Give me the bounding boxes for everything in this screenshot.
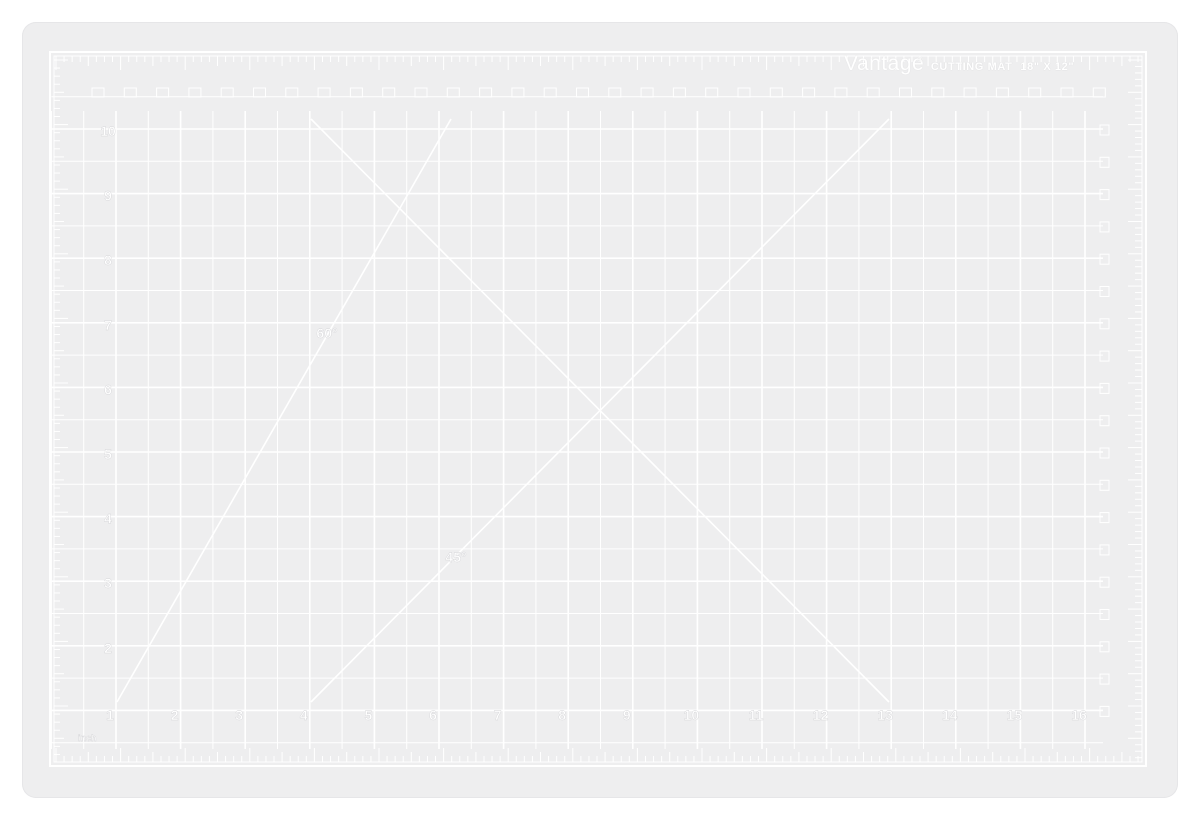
cm-marker-right [1099, 609, 1110, 620]
cm-marker-right [1099, 673, 1110, 685]
angle-label-45: 45° [445, 549, 466, 565]
inch-number-bottom: 14 [942, 707, 958, 723]
cm-marker-right [1099, 124, 1110, 136]
cm-marker-top [705, 87, 719, 98]
cm-marker-top [737, 87, 751, 98]
inch-number-left: 5 [104, 446, 112, 462]
cm-marker-top [349, 87, 363, 98]
inch-number-left: 8 [104, 252, 112, 268]
cm-marker-top [156, 87, 170, 98]
cm-marker-right [1099, 221, 1110, 233]
inch-number-left: 10 [100, 123, 116, 139]
cm-marker-right [1099, 576, 1110, 588]
inch-number-bottom: 2 [171, 707, 179, 723]
cm-marker-right [1099, 156, 1110, 168]
cm-marker-top [285, 87, 299, 98]
inch-number-bottom: 9 [623, 707, 631, 723]
inch-number-bottom: 11 [749, 707, 764, 723]
inch-number-bottom: 13 [877, 707, 893, 723]
cm-marker-right [1099, 318, 1110, 330]
cm-marker-right [1099, 286, 1110, 297]
cm-marker-top [963, 87, 977, 98]
angle-line-45-down [310, 118, 890, 703]
cm-marker-right [1099, 479, 1110, 491]
cm-marker-top [123, 87, 137, 98]
cm-marker-top [382, 87, 396, 98]
product-size: 18" X 12" [1020, 61, 1075, 73]
cm-marker-top [220, 87, 234, 98]
inch-number-left: 6 [104, 381, 112, 397]
cm-marker-top [866, 87, 880, 98]
cm-marker-right [1099, 415, 1110, 427]
brand-header: Vantage® CUTTING MAT 18" X 12" [844, 52, 1075, 75]
inch-number-left: 4 [104, 511, 112, 527]
cm-marker-top [672, 87, 686, 98]
cm-marker-right [1099, 447, 1110, 459]
inch-number-left: 7 [104, 317, 112, 333]
cm-marker-top [91, 87, 105, 98]
inch-number-bottom: 1 [106, 707, 114, 723]
cm-marker-right [1099, 641, 1110, 653]
cm-marker-top [253, 87, 266, 98]
inch-number-bottom: 5 [365, 707, 373, 723]
cm-marker-top [608, 87, 622, 98]
inch-number-bottom: 4 [300, 707, 308, 723]
inch-number-left: 3 [104, 575, 112, 591]
cm-marker-top [931, 87, 945, 98]
inch-number-bottom: 12 [813, 707, 829, 723]
cm-marker-top [1060, 87, 1074, 98]
inch-number-bottom: 16 [1071, 707, 1087, 723]
cm-marker-top [640, 87, 654, 98]
cm-marker-top [802, 87, 816, 98]
cm-marker-right [1099, 705, 1110, 717]
unit-label: inch [78, 733, 97, 743]
inch-number-left: 9 [104, 188, 112, 204]
cm-marker-top [479, 87, 493, 98]
cm-marker-top [1092, 87, 1106, 98]
cm-marker-top [317, 87, 331, 98]
cm-marker-top [414, 87, 428, 98]
cm-marker-top [995, 87, 1009, 98]
ruler-border [49, 51, 1147, 767]
inch-number-bottom: 10 [684, 707, 700, 723]
cm-marker-right [1099, 512, 1110, 524]
cm-marker-top [511, 87, 525, 98]
inch-number-bottom: 6 [429, 707, 437, 723]
cm-marker-top [188, 87, 202, 98]
angle-line-60 [116, 118, 452, 703]
inch-number-left: 2 [104, 640, 112, 656]
cm-marker-top [1028, 87, 1042, 98]
angle-label-60: 60° [316, 325, 337, 341]
brand-logo: Vantage® [844, 52, 925, 75]
cm-marker-top [543, 87, 557, 98]
cm-marker-right [1099, 253, 1110, 265]
cm-marker-right [1099, 350, 1110, 362]
cm-marker-right [1099, 544, 1110, 556]
inch-number-bottom: 8 [558, 707, 566, 723]
cm-marker-top [769, 87, 783, 98]
inch-number-bottom: 3 [235, 707, 243, 723]
cm-marker-top [446, 87, 460, 98]
inch-number-bottom: 7 [494, 707, 502, 723]
inch-number-bottom: 15 [1007, 707, 1023, 723]
cm-marker-top [899, 87, 912, 98]
cm-marker-right [1099, 382, 1110, 394]
cm-marker-top [576, 87, 589, 98]
product-name: CUTTING MAT [930, 61, 1013, 73]
cm-marker-top [834, 87, 848, 98]
cm-marker-right [1099, 189, 1110, 201]
